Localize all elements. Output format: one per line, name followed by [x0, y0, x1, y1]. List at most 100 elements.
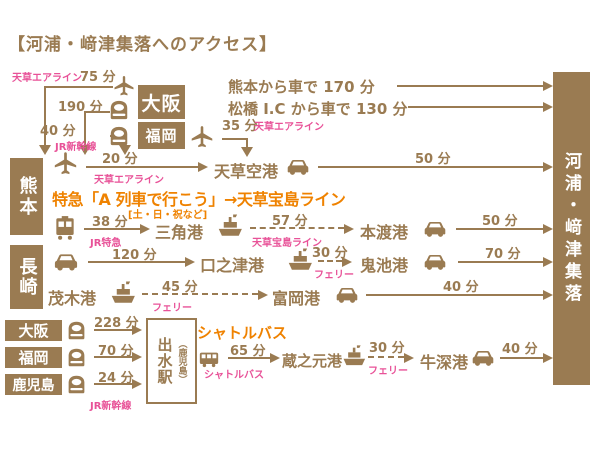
time-tomioka-car: 40 分	[443, 280, 479, 295]
shuttle-bus-title: シャトルバス	[197, 324, 288, 342]
car-icon	[52, 248, 80, 276]
time-oniike-car: 70 分	[485, 247, 521, 262]
route-line	[222, 138, 248, 140]
arrow-right	[543, 102, 553, 112]
arrow-right	[132, 379, 142, 389]
time-oniike-ferry: 30 分	[312, 246, 348, 261]
arrow-right	[543, 224, 553, 234]
train-icon	[52, 215, 78, 241]
route-line	[94, 356, 132, 358]
airplane-icon	[189, 124, 215, 150]
ship-icon	[340, 343, 368, 371]
car-route-matsubase: 松橋 I.C から車で 130 分	[228, 100, 408, 118]
route-line	[500, 357, 543, 359]
station-kuchinotsu: 口之津港	[200, 256, 265, 275]
arrow-down	[119, 145, 131, 155]
arrow-right	[270, 353, 280, 363]
bus-icon	[196, 348, 222, 370]
arrow-down	[241, 147, 253, 157]
shinkansen-icon	[108, 125, 130, 147]
arrow-right	[342, 257, 352, 267]
city-box-osaka-south: 大阪	[5, 320, 62, 341]
shinkansen-icon	[66, 320, 87, 341]
shinkansen-label: JR新幹線	[55, 142, 97, 153]
station-tomioka: 富岡港	[272, 289, 321, 308]
route-line	[366, 294, 543, 296]
station-izumi: 出水駅	[155, 337, 174, 385]
route-line	[456, 228, 543, 230]
jr-express-label: JR特急	[90, 238, 122, 249]
route-line	[318, 166, 543, 168]
takarajima-label: 天草宝島ライン	[252, 238, 322, 249]
express-note: 特急「A 列車で行こう」→天草宝島ライン	[52, 190, 346, 209]
route-line	[246, 138, 248, 147]
ferry-label: フェリー	[368, 366, 408, 377]
route-line-dashed	[142, 293, 258, 295]
route-line-dashed	[250, 227, 344, 229]
time-ushibuka-ferry: 30 分	[369, 341, 405, 356]
arrow-right	[543, 353, 553, 363]
car-icon	[470, 345, 496, 371]
station-ushibuka: 牛深港	[420, 353, 469, 372]
route-line	[85, 111, 110, 113]
route-line-dashed	[368, 356, 404, 358]
city-box-kumamoto: 熊本	[10, 158, 43, 235]
arrow-right	[140, 224, 150, 234]
route-line	[45, 86, 113, 88]
station-amakusa-airport: 天草空港	[214, 162, 279, 181]
page-title: 【河浦・﨑津集落へのアクセス】	[8, 35, 278, 55]
arrow-right	[132, 352, 142, 362]
route-line	[94, 329, 132, 331]
route-line	[88, 261, 185, 263]
ferry-label: フェリー	[152, 303, 192, 314]
city-box-osaka: 大阪	[138, 85, 185, 119]
time-takarajima: 57 分	[272, 214, 308, 229]
car-route-kumamoto: 熊本から車で 170 分	[228, 78, 375, 96]
time-osaka-air: 75 分	[80, 70, 116, 85]
airline-label: 天草エアライン	[94, 175, 164, 186]
shuttle-bus-label: シャトルバス	[204, 370, 264, 381]
time-nagasaki-car: 120 分	[112, 248, 157, 263]
route-line	[84, 111, 86, 145]
route-line	[228, 357, 270, 359]
time-shuttle: 65 分	[230, 344, 266, 359]
car-icon	[285, 154, 311, 180]
station-kuranomoto: 蔵之元港	[282, 352, 343, 370]
city-box-nagasaki: 長崎	[10, 245, 43, 309]
station-mogi: 茂木港	[48, 289, 97, 308]
time-fukuoka-izumi: 70 分	[98, 344, 134, 359]
time-fukuoka-air: 35 分	[222, 119, 258, 134]
route-line-dashed	[318, 260, 342, 262]
shinkansen-icon	[108, 99, 130, 121]
route-line	[458, 261, 543, 263]
time-tomioka-ferry: 45 分	[162, 280, 198, 295]
ship-icon	[285, 246, 315, 276]
arrow-right	[258, 290, 268, 300]
express-note-days: [土・日・祝など]	[128, 210, 208, 221]
airplane-icon	[112, 74, 136, 98]
ferry-label: フェリー	[314, 270, 354, 281]
airline-label: 天草エアライン	[12, 73, 82, 84]
shinkansen-icon	[66, 374, 87, 395]
ship-icon	[215, 212, 245, 242]
route-line	[44, 86, 46, 145]
time-airport-car: 50 分	[415, 152, 451, 167]
car-icon	[422, 216, 448, 242]
time-hondo-car: 50 分	[482, 214, 518, 229]
station-hondo: 本渡港	[360, 223, 409, 242]
route-line	[86, 166, 198, 168]
city-box-kagoshima: 鹿児島	[5, 374, 62, 395]
arrow-right	[344, 224, 354, 234]
izumi-station-box: 出水駅 （鹿児島）	[146, 318, 197, 404]
arrow-down	[39, 145, 51, 155]
city-box-fukuoka: 福岡	[138, 122, 185, 149]
arrow-right	[198, 162, 208, 172]
arrow-right	[132, 325, 142, 335]
airline-label: 天草エアライン	[254, 122, 324, 133]
time-osaka-izumi: 228 分	[94, 316, 139, 331]
arrow-right	[543, 162, 553, 172]
time-kumamoto-air: 20 分	[102, 152, 138, 167]
arrow-right	[404, 353, 414, 363]
shinkansen-label: JR新幹線	[90, 401, 132, 412]
